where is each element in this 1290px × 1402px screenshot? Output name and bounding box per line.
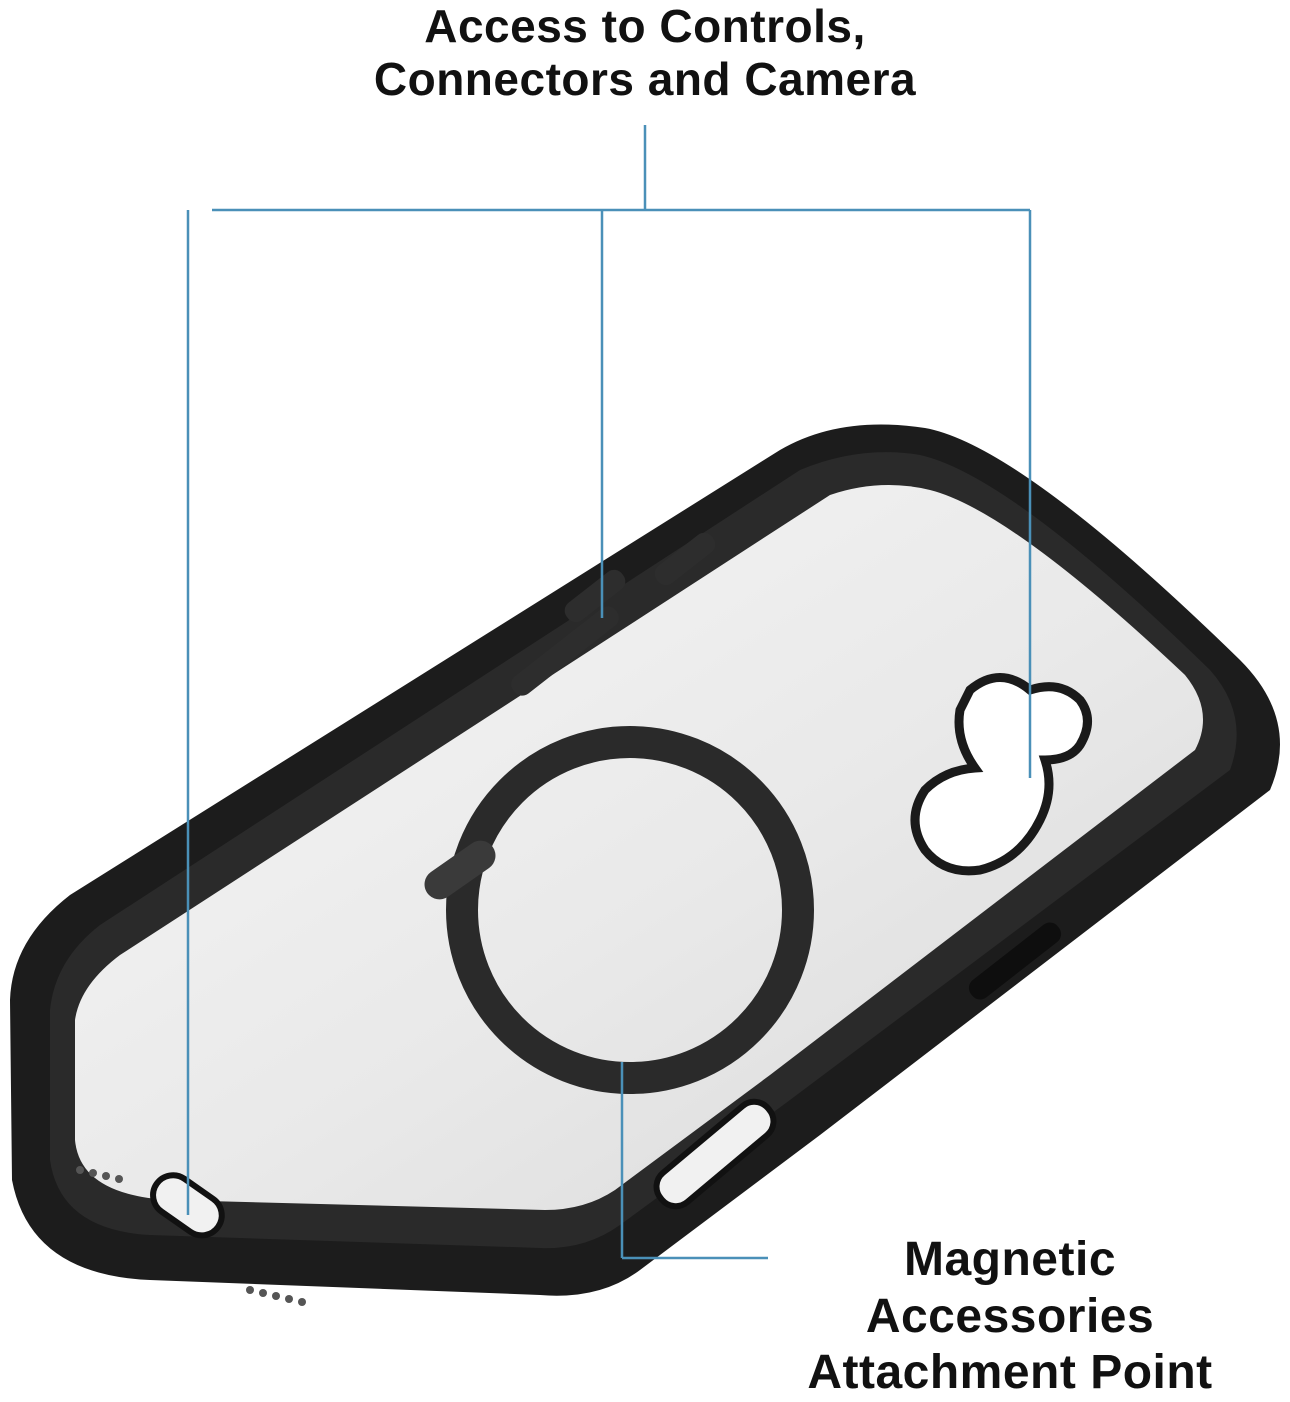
callout-top-line2: Connectors and Camera xyxy=(373,52,917,105)
leader-lines xyxy=(186,125,1032,1260)
phone-case xyxy=(10,424,1280,1306)
speaker-grille-right xyxy=(246,1286,306,1306)
callout-top-line1: Access to Controls, xyxy=(424,0,866,52)
callout-bottom-line2: Accessories xyxy=(865,1289,1155,1343)
callout-bottom-line1: Magnetic xyxy=(903,1233,1117,1286)
magsafe-ring-icon xyxy=(446,726,814,1094)
callout-bottom-line3: Attachment Point xyxy=(807,1346,1213,1400)
side-cutout xyxy=(653,1098,777,1210)
action-button xyxy=(654,532,716,586)
callout-controls-connectors-camera: Access to Controls, Connectors and Camer… xyxy=(300,0,990,106)
camera-cutout-icon xyxy=(910,673,1092,876)
case-clear-back xyxy=(75,485,1203,1210)
volume-button-2 xyxy=(564,569,626,623)
speaker-grille-left xyxy=(76,1166,123,1183)
volume-button-1 xyxy=(511,606,619,696)
camera-control-button xyxy=(968,922,1062,1000)
magsafe-alignment-notch xyxy=(424,840,496,900)
callout-magnetic-attachment: Magnetic Accessories Attachment Point xyxy=(760,1232,1260,1402)
